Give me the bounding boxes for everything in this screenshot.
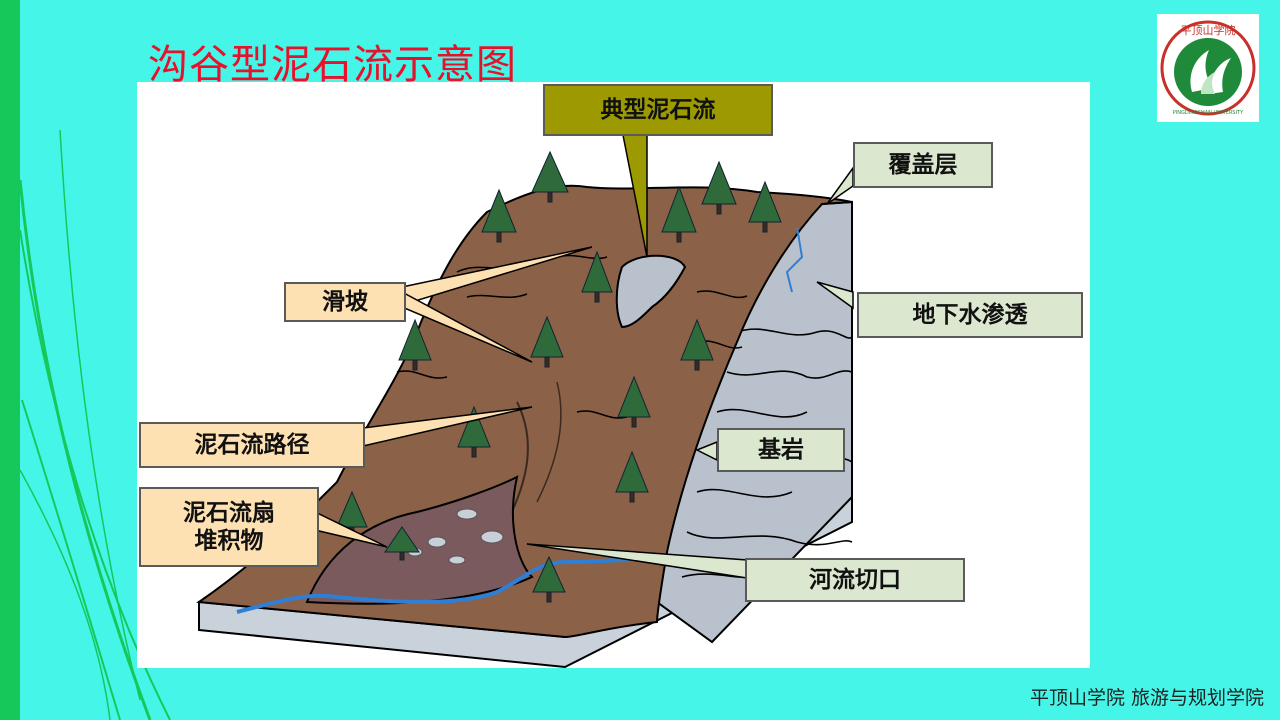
logo-english-text: PINGDINGSHAN UNIVERSITY — [1173, 110, 1244, 116]
label-groundwater: 地下水渗透 — [857, 292, 1083, 338]
label-debris-path: 泥石流路径 — [139, 422, 365, 468]
label-landslide: 滑坡 — [284, 282, 406, 322]
diagram-panel: 典型泥石流 覆盖层 滑坡 地下水渗透 泥石流路径 基岩 泥石流扇 堆积物 河流切… — [137, 82, 1090, 668]
logo-arc-text: 平顶山学院 — [1181, 23, 1236, 37]
label-debris-fan-line2: 堆积物 — [195, 527, 264, 555]
label-river-incision: 河流切口 — [745, 558, 965, 602]
university-logo: 平顶山学院 PINGDINGSHAN UNIVERSITY — [1157, 14, 1259, 122]
label-typical-debris-flow: 典型泥石流 — [543, 84, 773, 136]
label-debris-fan: 泥石流扇 堆积物 — [139, 487, 319, 567]
label-debris-fan-line1: 泥石流扇 — [183, 499, 275, 527]
label-bedrock: 基岩 — [717, 428, 845, 472]
slide-footer: 平顶山学院 旅游与规划学院 — [1030, 683, 1264, 710]
label-cover-layer: 覆盖层 — [853, 142, 993, 188]
